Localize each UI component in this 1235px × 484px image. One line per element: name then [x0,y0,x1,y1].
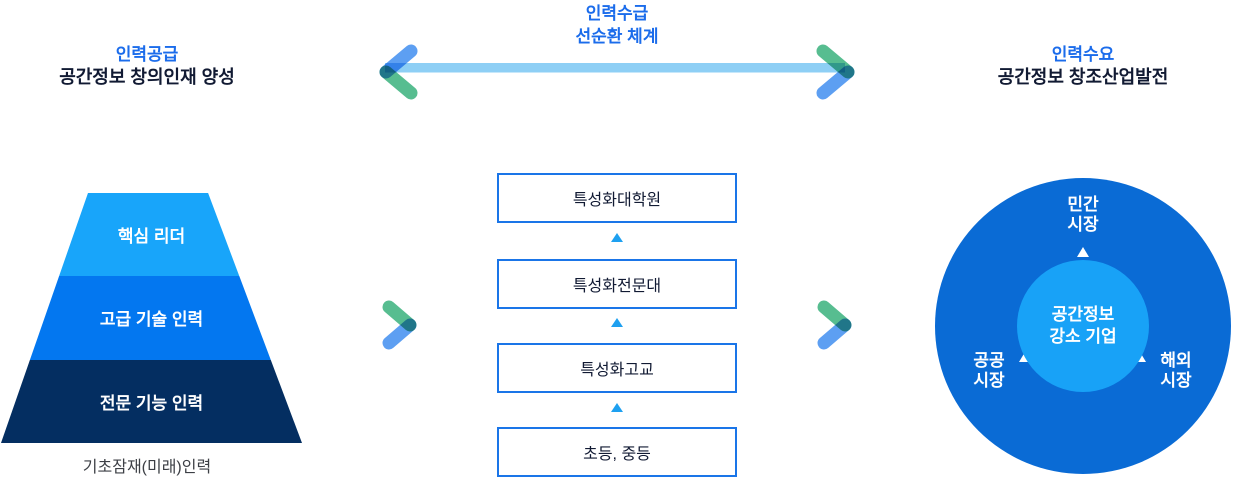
demand-header: 인력수요 공간정보 창조산업발전 [963,44,1203,89]
stage-box-junior-college: 특성화전문대 [497,259,737,309]
pyramid-level-label: 핵심 리더 [117,227,186,247]
pyramid-level-label: 고급 기술 인력 [99,310,204,330]
market-label-line: 민간 [1067,195,1099,214]
market-label-public: 공공 시장 [949,351,1029,391]
pyramid-level-professional: 전문 기능 인력 [1,359,302,443]
market-circle: 민간 시장 공공 시장 해외 시장 공간정보 강소 기업 [935,178,1231,474]
supply-heading: 인력공급 [115,45,179,64]
supply-header: 인력공급 공간정보 창의인재 양성 [27,44,267,89]
market-label-line: 해외 [1160,351,1192,370]
stage-label: 초등, 중등 [583,446,651,463]
center-circle-strong-smes: 공간정보 강소 기업 [1017,260,1149,392]
chevron-right-icon [382,300,417,350]
diagram-title-line2: 선순환 체계 [575,27,659,46]
pyramid-level-advanced-tech: 고급 기술 인력 [1,276,302,360]
market-label-line: 시장 [973,371,1005,390]
up-arrow-icon [611,403,623,412]
market-label-line: 시장 [1160,371,1192,390]
market-label-line: 시장 [1067,215,1099,234]
talent-pyramid: 핵심 리더 고급 기술 인력 전문 기능 인력 [1,193,302,443]
stage-box-elementary-middle: 초등, 중등 [497,427,737,477]
chevron-right-icon [817,300,852,350]
stage-label: 특성화전문대 [572,278,662,295]
diagram-title-line1: 인력수급 [585,4,649,23]
demand-subheading: 공간정보 창조산업발전 [997,67,1169,87]
demand-heading: 인력수요 [1051,45,1115,64]
market-label-line: 공공 [973,351,1005,370]
market-label-overseas: 해외 시장 [1136,351,1216,391]
pyramid-level-core-leader: 핵심 리더 [1,193,302,277]
supply-subheading: 공간정보 창의인재 양성 [59,67,235,87]
market-label-private: 민간 시장 [1043,195,1123,235]
stage-box-high-school: 특성화고교 [497,343,737,393]
diagram-title: 인력수급 선순환 체계 [497,2,737,48]
up-arrow-icon [611,318,623,327]
stage-label: 특성화대학원 [572,192,662,209]
up-arrow-icon [1077,247,1089,257]
up-arrow-icon [611,233,623,242]
center-circle-line2: 강소 기업 [1049,327,1117,346]
pyramid-level-label: 전문 기능 인력 [99,393,204,413]
stage-label: 특성화고교 [580,362,654,379]
double-headed-arrow-icon [379,44,855,100]
stage-box-graduate-school: 특성화대학원 [497,173,737,223]
center-circle-line1: 공간정보 [1051,305,1115,324]
pyramid-caption: 기초잠재(미래)인력 [82,459,212,476]
